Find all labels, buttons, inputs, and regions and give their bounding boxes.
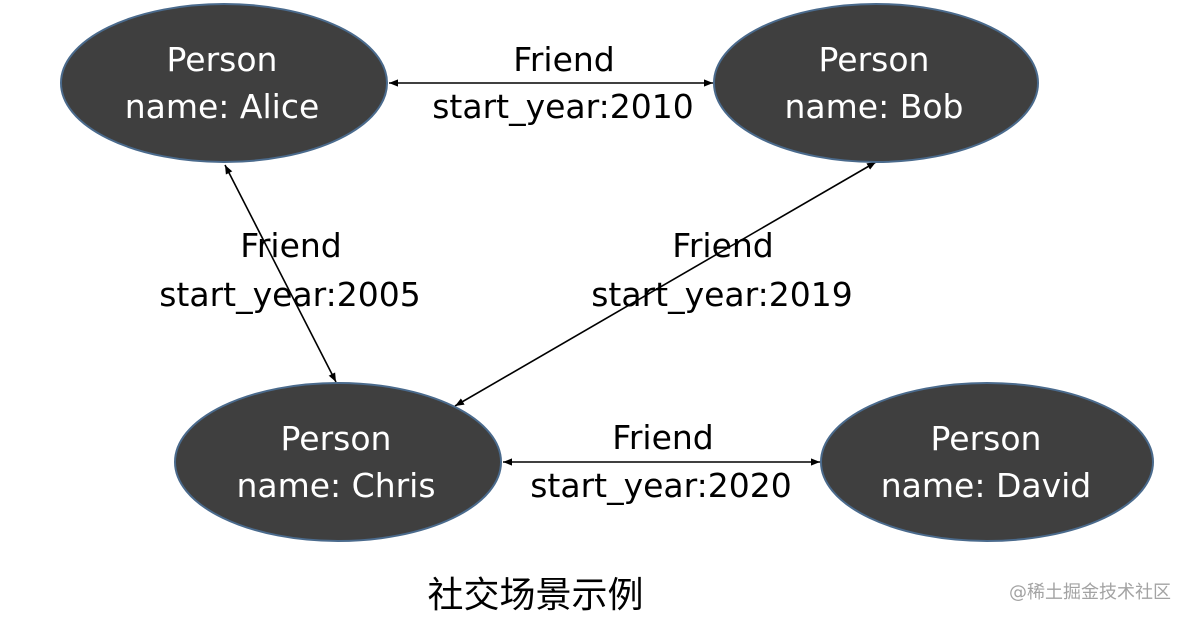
node-name-label: name: Chris [236, 466, 435, 505]
node-name-label: name: Alice [125, 87, 320, 126]
edge-relation-label: Friend [513, 40, 614, 79]
edge-relation-label: Friend [612, 418, 713, 457]
edge-relation-label: Friend [672, 226, 773, 265]
edge-property-label: start_year:2005 [159, 275, 421, 314]
edge-property-label: start_year:2020 [530, 466, 792, 505]
edge-bob-chris: Friend start_year:2019 [454, 161, 877, 407]
node-alice: Person name: Alice [60, 3, 388, 163]
node-type-label: Person [931, 419, 1042, 458]
edge-alice-bob: Friend start_year:2010 [389, 40, 713, 126]
edge-chris-david: Friend start_year:2020 [503, 418, 820, 505]
diagram-caption: 社交场景示例 [427, 575, 644, 616]
node-bob: Person name: Bob [713, 3, 1039, 163]
node-type-label: Person [281, 419, 392, 458]
node-ellipse [713, 3, 1039, 163]
edge-relation-label: Friend [240, 226, 341, 265]
edge-alice-chris: Friend start_year:2005 [159, 164, 421, 383]
edge-property-label: start_year:2019 [591, 275, 853, 314]
node-ellipse [174, 382, 502, 542]
edge-line [224, 164, 337, 383]
node-chris: Person name: Chris [174, 382, 502, 542]
node-name-label: name: David [881, 466, 1091, 505]
node-ellipse [820, 382, 1154, 542]
node-ellipse [60, 3, 388, 163]
watermark: @稀土掘金技术社区 [1009, 582, 1171, 603]
node-david: Person name: David [820, 382, 1154, 542]
node-type-label: Person [819, 40, 930, 79]
node-type-label: Person [167, 40, 278, 79]
edge-line [454, 161, 877, 407]
edge-property-label: start_year:2010 [432, 87, 694, 126]
node-name-label: name: Bob [785, 87, 964, 126]
